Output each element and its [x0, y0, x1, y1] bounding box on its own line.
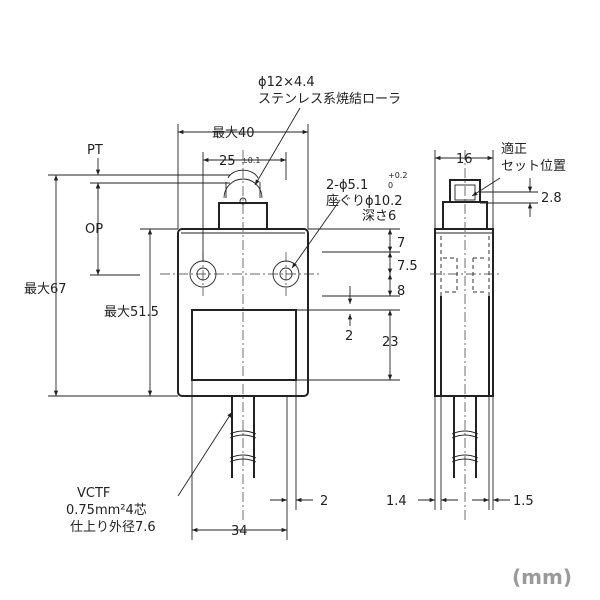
front-dimensions	[48, 107, 400, 540]
hole-pitch-tol-label: ±0.1	[241, 156, 260, 165]
cable-spec-label: 0.75mm²4芯	[66, 503, 147, 518]
cable	[229, 396, 257, 478]
dim-8-label: 8	[397, 284, 405, 299]
mount-hole-tol-lower: 0	[388, 181, 393, 190]
width-max-label: 最大40	[212, 126, 255, 141]
dim-7-5-label: 7.5	[397, 259, 418, 274]
dim-2-8-label: 2.8	[541, 191, 562, 206]
roller-dim-label: ϕ12×4.4	[258, 75, 315, 90]
hole-pitch-label: 25	[219, 154, 236, 169]
dim-2-bottom-label: 2	[320, 494, 328, 509]
dim-1-5-label: 1.5	[513, 494, 534, 509]
dim-7-label: 7	[397, 236, 405, 251]
dim-1-4-label: 1.4	[386, 494, 407, 509]
body-height-max-label: 最大51.5	[104, 305, 159, 320]
proper-setting-label-1: 適正	[501, 141, 527, 157]
side-width-label: 16	[456, 152, 473, 167]
front-view	[160, 150, 322, 520]
proper-setting-label-2: セット位置	[501, 159, 566, 174]
roller-material-label: ステンレス系焼結ローラ	[258, 92, 401, 107]
side-body	[434, 228, 494, 397]
mount-hole-tol-upper: +0.2	[388, 171, 407, 180]
indicator-window	[191, 309, 297, 381]
dim-2-window-label: 2	[345, 329, 353, 344]
cable-od-label: 仕上り外径7.6	[70, 520, 156, 535]
side-view	[430, 150, 500, 520]
side-dimensions	[418, 150, 538, 510]
dim-34-label: 34	[231, 524, 248, 539]
unit-label: (mm)	[512, 565, 572, 589]
depth-label: 深さ6	[362, 209, 396, 224]
pt-label: PT	[87, 143, 103, 158]
height-max-label: 最大67	[24, 282, 67, 297]
labels: ϕ12×4.4 ステンレス系焼結ローラ 最大40 25 ±0.1 PT OP 最…	[24, 75, 572, 589]
op-label: OP	[85, 222, 103, 237]
cable-type-label: VCTF	[77, 486, 110, 501]
mount-hole-label: 2-ϕ5.1	[326, 178, 368, 193]
dim-23-label: 23	[382, 335, 399, 350]
counterbore-label: 座ぐりϕ10.2	[326, 194, 403, 209]
